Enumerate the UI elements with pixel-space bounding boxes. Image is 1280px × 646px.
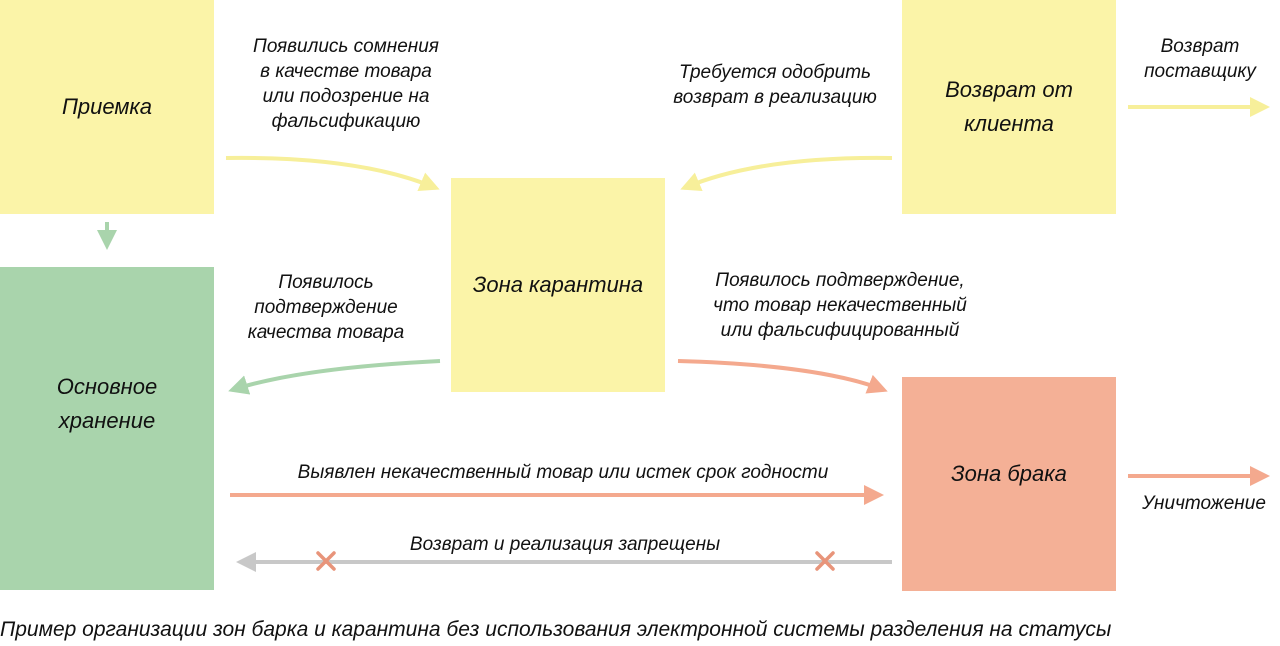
zone-return-from-client: Возврат от клиента xyxy=(902,0,1116,214)
diagram-caption: Пример организации зон барка и карантина… xyxy=(0,618,1112,641)
zone-quarantine-label: Зона карантина xyxy=(472,272,644,297)
zone-main-storage: Основное хранение xyxy=(0,267,214,590)
label-return-supplier: Возврат поставщику xyxy=(1144,36,1256,82)
label-destruction: Уничтожение xyxy=(1142,493,1266,514)
arrow-client-return-to-quarantine xyxy=(680,155,893,192)
zone-return-from-client-label: Возврат от клиента xyxy=(945,77,1073,136)
forbidden-cross-left-icon xyxy=(316,551,336,571)
arrow-quarantine-to-storage xyxy=(228,359,441,395)
arrow-quarantine-to-defect xyxy=(677,359,888,394)
label-defect-confirmed: Появилось подтверждение, что товар некач… xyxy=(713,270,967,341)
zone-defect-label: Зона брака xyxy=(951,461,1067,486)
label-doubts: Появились сомнения в качестве товара или… xyxy=(253,36,439,132)
zone-quarantine: Зона карантина xyxy=(451,178,665,392)
zone-reception-label: Приемка xyxy=(61,94,153,119)
zone-main-storage-label: Основное хранение xyxy=(56,373,158,433)
arrow-reception-to-quarantine xyxy=(225,155,440,192)
label-defect-found: Выявлен некачественный товар или истек с… xyxy=(297,462,829,483)
zone-reception: Приемка xyxy=(0,0,214,214)
zone-defect: Зона брака xyxy=(902,377,1116,591)
label-approval: Требуется одобрить возврат в реализацию xyxy=(673,62,877,108)
forbidden-cross-right-icon xyxy=(815,551,835,571)
label-quality-confirmed: Появилось подтверждение качества товара xyxy=(247,272,405,343)
label-forbidden: Возврат и реализация запрещены xyxy=(409,534,721,555)
